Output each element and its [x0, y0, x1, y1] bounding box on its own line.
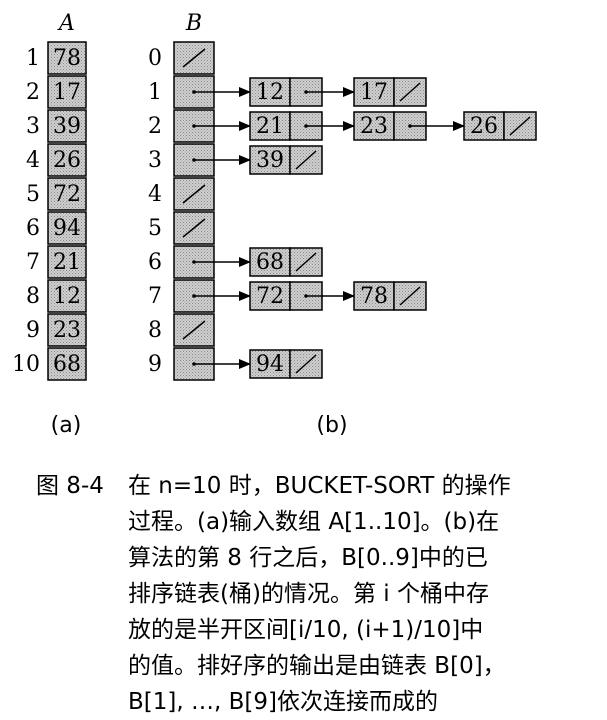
array-b-index: 4 — [148, 182, 162, 207]
list-node-value: 21 — [256, 114, 284, 139]
caption-line: 的值。排好序的输出是由链表 B[0]， — [128, 653, 506, 679]
null-pointer-slash — [182, 184, 206, 204]
array-b-index: 2 — [148, 114, 162, 139]
list-node-value: 23 — [360, 114, 388, 139]
array-a-cell — [47, 143, 87, 177]
array-a-index: 1 — [26, 46, 40, 71]
array-a-cell — [47, 109, 87, 143]
null-pointer-slash — [509, 116, 531, 136]
array-b-index: 1 — [148, 80, 162, 105]
array-b-index: 3 — [148, 148, 162, 173]
list-node-value: 39 — [256, 148, 284, 173]
array-a-index: 8 — [26, 284, 40, 309]
array-b-header: B — [185, 11, 202, 36]
caption-line: 过程。(a)输入数组 A[1..10]。(b)在 — [128, 509, 500, 535]
list-node-value: 12 — [256, 80, 284, 105]
caption-line: 放的是半开区间[i/10, (i+1)/10]中 — [128, 617, 484, 643]
null-pointer-slash — [295, 354, 317, 374]
array-a-value: 12 — [53, 284, 81, 309]
array-b: B0 1 2 3 4 5 6 7 8 9 — [148, 11, 215, 381]
array-a-value: 68 — [53, 352, 81, 377]
null-pointer-slash — [182, 218, 206, 238]
list-node-value: 26 — [470, 114, 498, 139]
array-a-index: 6 — [26, 216, 40, 241]
list-node-value-cell — [353, 281, 395, 311]
array-a-cell — [47, 177, 87, 211]
list-node-value: 94 — [256, 352, 284, 377]
array-a-value: 21 — [53, 250, 81, 275]
null-pointer-slash — [399, 82, 421, 102]
array-a-cell — [47, 75, 87, 109]
caption-line: 算法的第 8 行之后，B[0..9]中的已 — [128, 545, 488, 571]
list-node-value-cell — [463, 111, 505, 141]
list-node-value: 72 — [256, 284, 284, 309]
list-node-value: 68 — [256, 250, 284, 275]
list-node-value-cell — [249, 111, 291, 141]
list-node-value-cell — [353, 77, 395, 107]
list-node-value-cell — [249, 349, 291, 379]
list-node-value: 78 — [360, 284, 388, 309]
array-b-index: 0 — [148, 46, 162, 71]
array-b-index: 9 — [148, 352, 162, 377]
caption-label: 图 8-4 — [36, 473, 104, 499]
array-a-cell — [47, 41, 87, 75]
null-pointer-slash — [295, 150, 317, 170]
caption-line: 在 n=10 时，BUCKET-SORT 的操作 — [128, 473, 511, 499]
array-b-index: 8 — [148, 318, 162, 343]
array-a-cell — [47, 279, 87, 313]
array-b-index: 5 — [148, 216, 162, 241]
array-a-value: 72 — [53, 182, 81, 207]
array-a-header: A — [57, 11, 75, 36]
array-a-cell — [47, 211, 87, 245]
array-a-index: 4 — [26, 148, 40, 173]
array-a-cell — [47, 245, 87, 279]
array-a-index: 10 — [12, 352, 40, 377]
array-a-index: 5 — [26, 182, 40, 207]
list-node-value-cell — [249, 247, 291, 277]
list-node-value: 17 — [360, 80, 388, 105]
list-node-value-cell — [249, 77, 291, 107]
array-a-cell — [47, 347, 87, 381]
array-a: A1 78 2 17 3 39 4 26 5 72 6 94 7 21 8 12 9 23 10 68 — [12, 11, 87, 381]
array-a-value: 39 — [53, 114, 81, 139]
list-node-value-cell — [249, 145, 291, 175]
array-a-value: 26 — [53, 148, 81, 173]
array-a-cell — [47, 313, 87, 347]
sublabel-b: (b) — [316, 413, 347, 438]
array-a-index: 7 — [26, 250, 40, 275]
sublabel-a: (a) — [51, 413, 82, 438]
null-pointer-slash — [182, 320, 206, 340]
array-a-value: 23 — [53, 318, 81, 343]
array-a-value: 17 — [53, 80, 81, 105]
array-a-value: 94 — [53, 216, 81, 241]
array-b-index: 6 — [148, 250, 162, 275]
array-a-index: 3 — [26, 114, 40, 139]
array-a-value: 78 — [53, 46, 81, 71]
array-a-index: 2 — [26, 80, 40, 105]
null-pointer-slash — [295, 252, 317, 272]
caption-line: B[1], …, B[9]依次连接而成的 — [128, 689, 438, 715]
null-pointer-slash — [399, 286, 421, 306]
bucket-lists: 12 17 21 23 26 39 68 72 78 94 — [194, 77, 537, 379]
caption-line: 排序链表(桶)的情况。第 i 个桶中存 — [128, 581, 489, 607]
null-pointer-slash — [182, 48, 206, 68]
array-b-index: 7 — [148, 284, 162, 309]
array-a-index: 9 — [26, 318, 40, 343]
